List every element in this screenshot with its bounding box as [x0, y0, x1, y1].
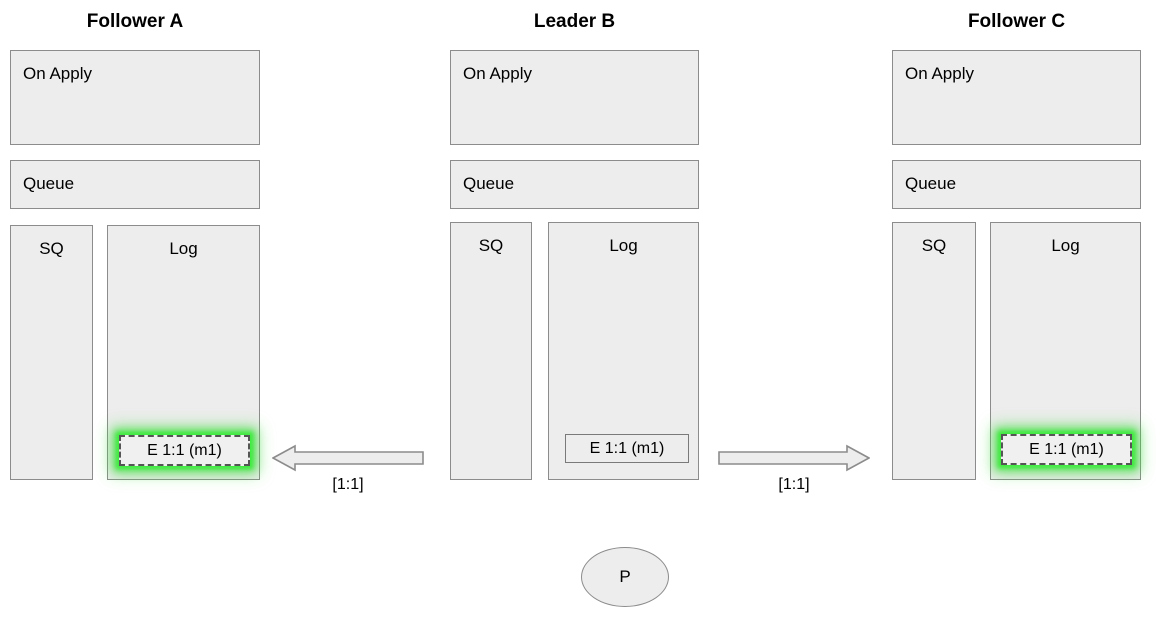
- queue-box-follower-a: Queue: [10, 160, 260, 209]
- arrow-label-leader-to-follower-a: [1:1]: [332, 476, 364, 493]
- client-node-p[interactable]: P: [581, 547, 669, 607]
- log-label-leader-b: Log: [609, 236, 638, 255]
- on-apply-box-follower-c: On Apply: [892, 50, 1141, 145]
- arrow-leader-to-follower-a: [271, 444, 424, 472]
- arrow-left-icon: [271, 444, 424, 472]
- log-entry-leader-b-0[interactable]: E 1:1 (m1): [565, 434, 689, 463]
- on-apply-label-leader-b: On Apply: [463, 64, 532, 83]
- sq-box-follower-c: SQ: [892, 222, 976, 480]
- queue-label-leader-b: Queue: [463, 174, 515, 193]
- sq-label-follower-c: SQ: [921, 236, 947, 255]
- queue-label-follower-a: Queue: [23, 174, 75, 193]
- on-apply-label-follower-a: On Apply: [23, 64, 92, 83]
- column-title-leader-b: Leader B: [533, 11, 616, 32]
- queue-box-leader-b: Queue: [450, 160, 699, 209]
- sq-box-leader-b: SQ: [450, 222, 532, 480]
- sq-label-leader-b: SQ: [478, 236, 504, 255]
- log-box-follower-a: Log E 1:1 (m1): [107, 225, 260, 480]
- arrow-label-leader-to-follower-c: [1:1]: [778, 476, 810, 493]
- arrow-right-icon: [718, 444, 871, 472]
- on-apply-box-leader-b: On Apply: [450, 50, 699, 145]
- on-apply-box-follower-a: On Apply: [10, 50, 260, 145]
- log-label-follower-c: Log: [1051, 236, 1080, 255]
- sq-label-follower-a: SQ: [39, 239, 64, 258]
- on-apply-label-follower-c: On Apply: [905, 64, 974, 83]
- sq-box-follower-a: SQ: [10, 225, 93, 480]
- log-entry-follower-c-0[interactable]: E 1:1 (m1): [1001, 434, 1132, 465]
- arrow-leader-to-follower-c: [718, 444, 871, 472]
- log-box-leader-b: Log E 1:1 (m1): [548, 222, 699, 480]
- queue-label-follower-c: Queue: [905, 174, 957, 193]
- column-title-follower-a: Follower A: [86, 11, 184, 32]
- queue-box-follower-c: Queue: [892, 160, 1141, 209]
- log-box-follower-c: Log E 1:1 (m1): [990, 222, 1141, 480]
- log-entry-follower-a-0[interactable]: E 1:1 (m1): [119, 435, 250, 466]
- column-title-follower-c: Follower C: [967, 11, 1066, 32]
- log-label-follower-a: Log: [169, 239, 198, 258]
